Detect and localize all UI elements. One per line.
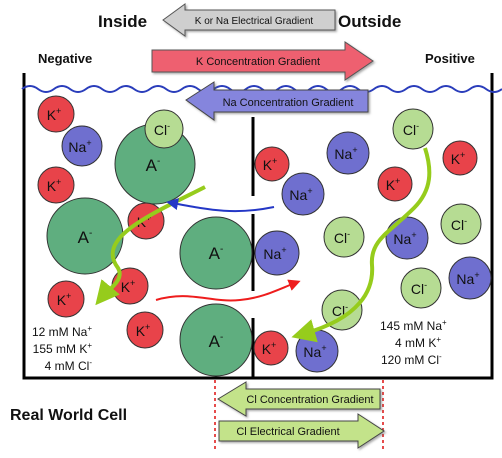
k-ion: K+ (253, 330, 289, 366)
anion-label: A- (209, 244, 224, 263)
k-ion: K+ (37, 166, 75, 204)
outside-na-concentration: 145 mM Na+ (380, 318, 447, 333)
na-concentration-gradient-label: Na Concentration Gradient (223, 97, 354, 109)
cl-ion: Cl- (400, 267, 442, 309)
svg-text:Cl-: Cl- (403, 121, 419, 138)
k-na-electrical-gradient-label: K or Na Electrical Gradient (195, 16, 314, 27)
na-ion: Na+ (326, 131, 370, 175)
svg-text:Na+: Na+ (393, 230, 416, 247)
anion-label: A- (78, 228, 93, 247)
svg-text:K+: K+ (262, 340, 277, 357)
real-world-cell-label: Real World Cell (10, 407, 127, 424)
outside-cl-concentration: 120 mM Cl- (381, 352, 442, 367)
cl-ion: Cl- (392, 108, 434, 150)
cl-electrical-gradient-label: Cl Electrical Gradient (236, 426, 339, 438)
k-concentration-gradient-arrow (151, 41, 374, 81)
svg-text:Na+: Na+ (263, 245, 286, 262)
k-ion: K+ (47, 280, 85, 318)
inside-label: Inside (98, 12, 147, 31)
na-ion: Na+ (385, 216, 429, 260)
svg-text:K+: K+ (57, 291, 72, 308)
anion-label: A- (146, 156, 161, 175)
cl-ion-circle (144, 109, 184, 149)
anion-circle (179, 216, 253, 290)
k-ion: K+ (37, 95, 75, 133)
svg-text:Na+: Na+ (456, 270, 479, 287)
na-ion: Na+ (295, 329, 339, 373)
svg-text:K+: K+ (47, 106, 62, 123)
na-concentration-gradient-arrow (185, 81, 369, 121)
k-concentration-gradient-label: K Concentration Gradient (196, 56, 320, 68)
cl-ion: Cl- (321, 289, 363, 331)
cl-electrical-gradient-arrow (218, 413, 385, 449)
na-ion: Na+ (448, 256, 492, 300)
k-ion: K+ (254, 146, 290, 182)
inside-na-concentration: 12 mM Na+ (32, 324, 92, 339)
outside-k-concentration: 4 mM K+ (395, 335, 441, 350)
k-ion: K+ (126, 311, 164, 349)
anion-circle (179, 303, 253, 377)
cl-ion: Cl- (323, 216, 365, 258)
svg-text:K+: K+ (386, 176, 401, 193)
outside-label: Outside (338, 12, 401, 31)
svg-text:Cl-: Cl- (451, 216, 467, 233)
svg-text:K+: K+ (136, 322, 151, 339)
k-ion: K+ (111, 267, 149, 305)
svg-text:Na+: Na+ (334, 145, 357, 162)
svg-text:Na+: Na+ (68, 138, 91, 155)
svg-text:K+: K+ (47, 177, 62, 194)
container (22, 73, 494, 380)
k-efflux-flow-arrow (95, 185, 206, 306)
anion-label: A- (209, 332, 224, 351)
svg-text:K+: K+ (451, 150, 466, 167)
positive-label: Positive (425, 51, 475, 66)
cl-ion: Cl- (440, 203, 482, 245)
svg-text:Cl-: Cl- (332, 302, 348, 319)
negative-label: Negative (38, 51, 92, 66)
na-ion: Na+ (61, 125, 103, 167)
na-influx-flow-arrow (166, 198, 275, 213)
svg-text:Cl-: Cl- (334, 229, 350, 246)
inside-cl-concentration: 4 mM Cl- (45, 358, 93, 373)
na-ion: Na+ (254, 230, 300, 276)
inside-k-concentration: 155 mM K+ (33, 341, 93, 356)
svg-text:Cl-: Cl- (411, 280, 427, 297)
water-surface (21, 85, 502, 93)
k-current-flow-arrow (155, 279, 301, 302)
k-na-electrical-gradient-arrow (162, 3, 336, 37)
cl-ion-label: Cl- (154, 121, 170, 138)
k-ion: K+ (442, 140, 478, 176)
cl-concentration-gradient-arrow (217, 381, 381, 417)
svg-text:Na+: Na+ (303, 343, 326, 360)
cl-influx-flow-arrow (291, 147, 432, 343)
na-ion: Na+ (281, 172, 325, 216)
k-ion: K+ (377, 166, 413, 202)
svg-text:K+: K+ (121, 278, 136, 295)
svg-text:K+: K+ (263, 156, 278, 173)
cl-concentration-gradient-label: Cl Concentration Gradient (246, 394, 373, 406)
svg-text:Na+: Na+ (289, 186, 312, 203)
